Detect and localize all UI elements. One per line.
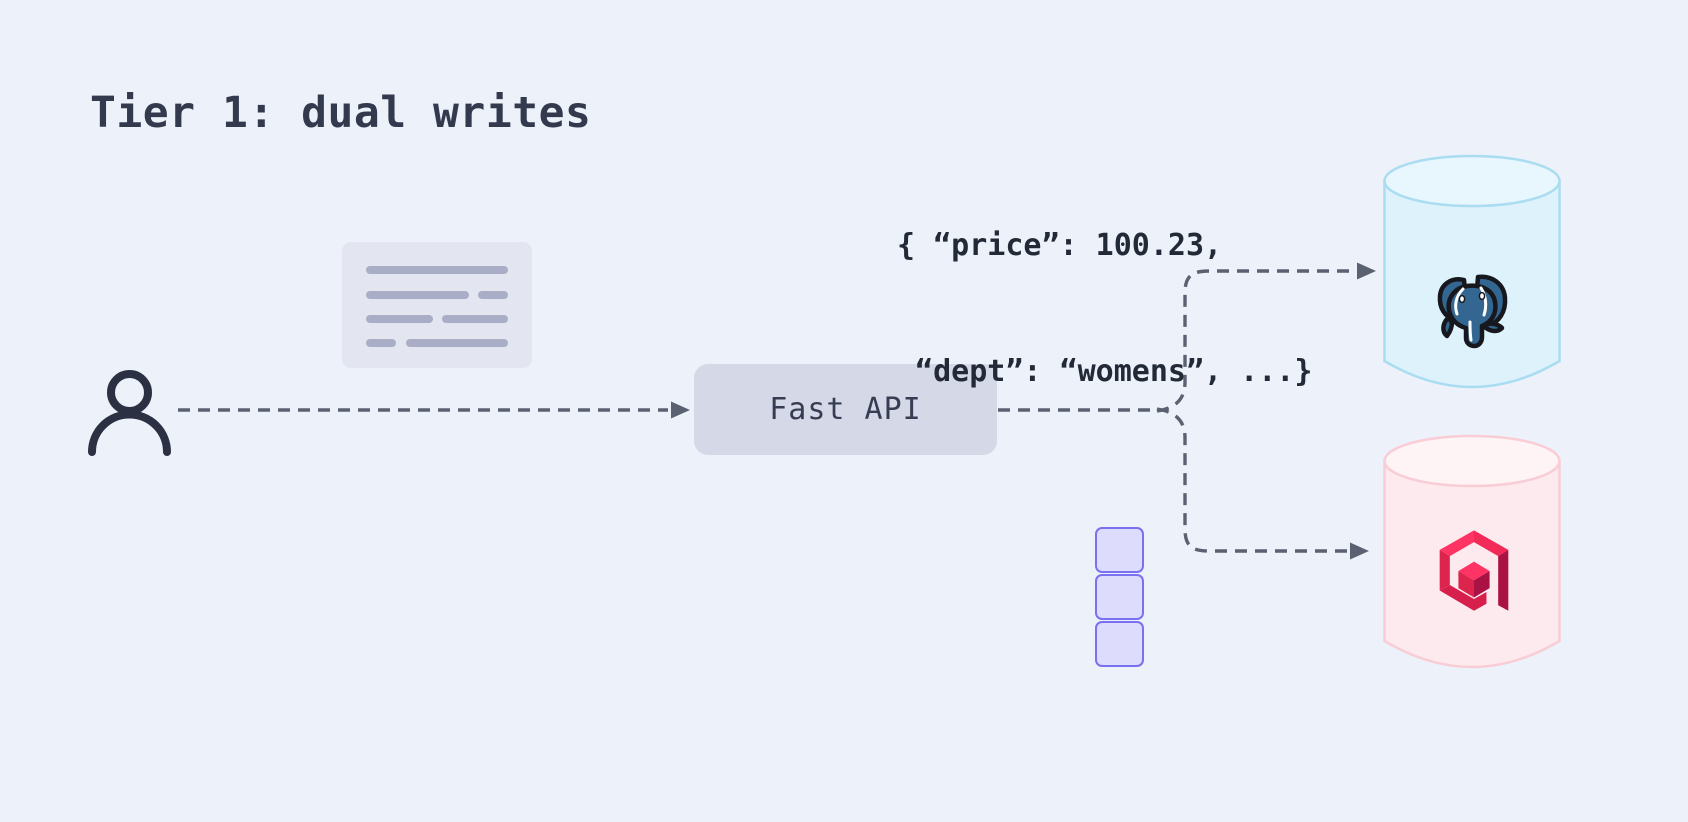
connector-fork-to-qdrant [1156,407,1347,553]
qdrant-database [1383,434,1561,670]
document-text-line [366,266,508,274]
document-icon [342,242,532,368]
queue-cell [1095,527,1144,573]
fastapi-label: Fast API [769,392,922,427]
arrowhead-into-api [671,401,690,419]
document-text-line [366,291,469,299]
document-text-line [366,339,396,347]
payload-line-1: { “price”: 100.23, [897,228,1223,263]
queue-cell [1095,621,1144,667]
arrowhead-into-postgres [1357,262,1376,280]
diagram-title: Tier 1: dual writes [90,88,592,138]
payload-line-2: “dept”: “womens”, ...} [897,354,1313,389]
fastapi-node: Fast API [694,364,997,455]
qdrant-logo [1439,530,1509,611]
arrowhead-into-qdrant [1350,542,1369,560]
payload-annotation: { “price”: 100.23, “dept”: “womens”, ...… [897,141,1312,477]
document-text-line [406,339,508,347]
document-text-line [442,315,508,323]
document-text-line [366,315,433,323]
connector-fork-to-postgres [1156,269,1354,413]
queue-icon [1095,527,1145,669]
queue-cell [1095,574,1144,620]
postgresql-logo [1437,274,1508,349]
document-text-line [478,291,508,299]
postgres-database [1383,154,1561,390]
user-icon [88,370,171,456]
